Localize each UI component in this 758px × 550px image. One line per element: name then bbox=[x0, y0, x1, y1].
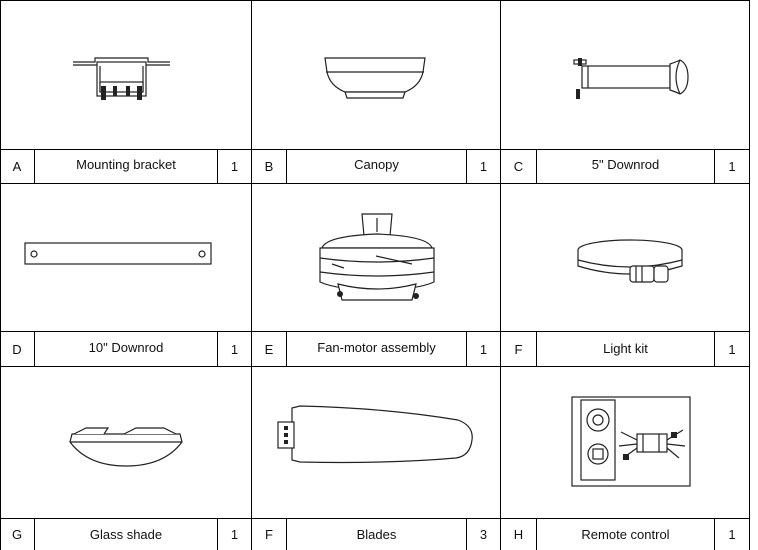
grid-line bbox=[217, 331, 218, 366]
grid-line bbox=[286, 518, 287, 550]
part-quantity: 3 bbox=[479, 527, 488, 542]
part-name: Mounting bracket bbox=[76, 157, 176, 172]
grid-line bbox=[0, 518, 750, 519]
part-letter: F bbox=[514, 342, 523, 357]
grid-line bbox=[217, 149, 218, 183]
part-quantity: 1 bbox=[728, 527, 736, 542]
grid-line bbox=[0, 366, 750, 367]
grid-line bbox=[714, 518, 715, 550]
grid-line bbox=[286, 149, 287, 183]
remote-control-icon bbox=[571, 396, 691, 488]
grid-line bbox=[251, 0, 252, 550]
grid-line bbox=[0, 183, 750, 184]
fan-motor-icon bbox=[316, 208, 438, 304]
downrod-5-icon bbox=[568, 56, 692, 100]
part-quantity: 1 bbox=[728, 342, 736, 357]
grid-line bbox=[286, 331, 287, 366]
mounting-bracket-icon bbox=[70, 52, 180, 104]
part-name: 10" Downrod bbox=[88, 340, 164, 355]
part-quantity: 1 bbox=[230, 159, 239, 174]
grid-line bbox=[0, 149, 750, 150]
part-quantity: 1 bbox=[479, 159, 488, 174]
grid-line bbox=[714, 149, 715, 183]
part-name: Remote control bbox=[581, 527, 670, 542]
part-name: Canopy bbox=[354, 157, 399, 172]
canopy-icon bbox=[320, 54, 430, 104]
part-quantity: 1 bbox=[230, 527, 239, 542]
part-quantity: 1 bbox=[479, 342, 488, 357]
grid-line bbox=[466, 518, 467, 550]
grid-line bbox=[0, 331, 750, 332]
light-kit-icon bbox=[570, 238, 692, 290]
grid-line bbox=[536, 149, 537, 183]
part-letter: F bbox=[265, 527, 273, 542]
part-letter: G bbox=[11, 527, 23, 542]
grid-line bbox=[749, 0, 750, 550]
grid-line bbox=[466, 331, 467, 366]
grid-line bbox=[34, 149, 35, 183]
grid-line bbox=[466, 149, 467, 183]
downrod-10-icon bbox=[24, 242, 214, 266]
part-name: Light kit bbox=[603, 341, 648, 356]
grid-line bbox=[34, 518, 35, 550]
grid-line bbox=[536, 518, 537, 550]
part-letter: E bbox=[264, 342, 274, 357]
part-name: 5" Downrod bbox=[591, 157, 660, 172]
grid-line bbox=[500, 0, 501, 550]
part-letter: H bbox=[513, 527, 524, 542]
glass-shade-icon bbox=[64, 424, 188, 468]
part-quantity: 1 bbox=[728, 159, 736, 174]
part-letter: B bbox=[264, 159, 274, 174]
grid-line bbox=[0, 0, 1, 550]
grid-line bbox=[536, 331, 537, 366]
part-quantity: 1 bbox=[230, 342, 239, 357]
part-letter: D bbox=[12, 342, 22, 357]
blade-icon bbox=[276, 404, 478, 466]
part-letter: A bbox=[12, 159, 22, 174]
part-name: Fan-motor assembly bbox=[317, 340, 436, 355]
part-letter: C bbox=[513, 159, 524, 174]
grid-line bbox=[34, 331, 35, 366]
part-name: Glass shade bbox=[89, 527, 163, 542]
grid-line bbox=[714, 331, 715, 366]
grid-line bbox=[0, 0, 750, 1]
grid-line bbox=[217, 518, 218, 550]
part-name: Blades bbox=[356, 527, 397, 542]
